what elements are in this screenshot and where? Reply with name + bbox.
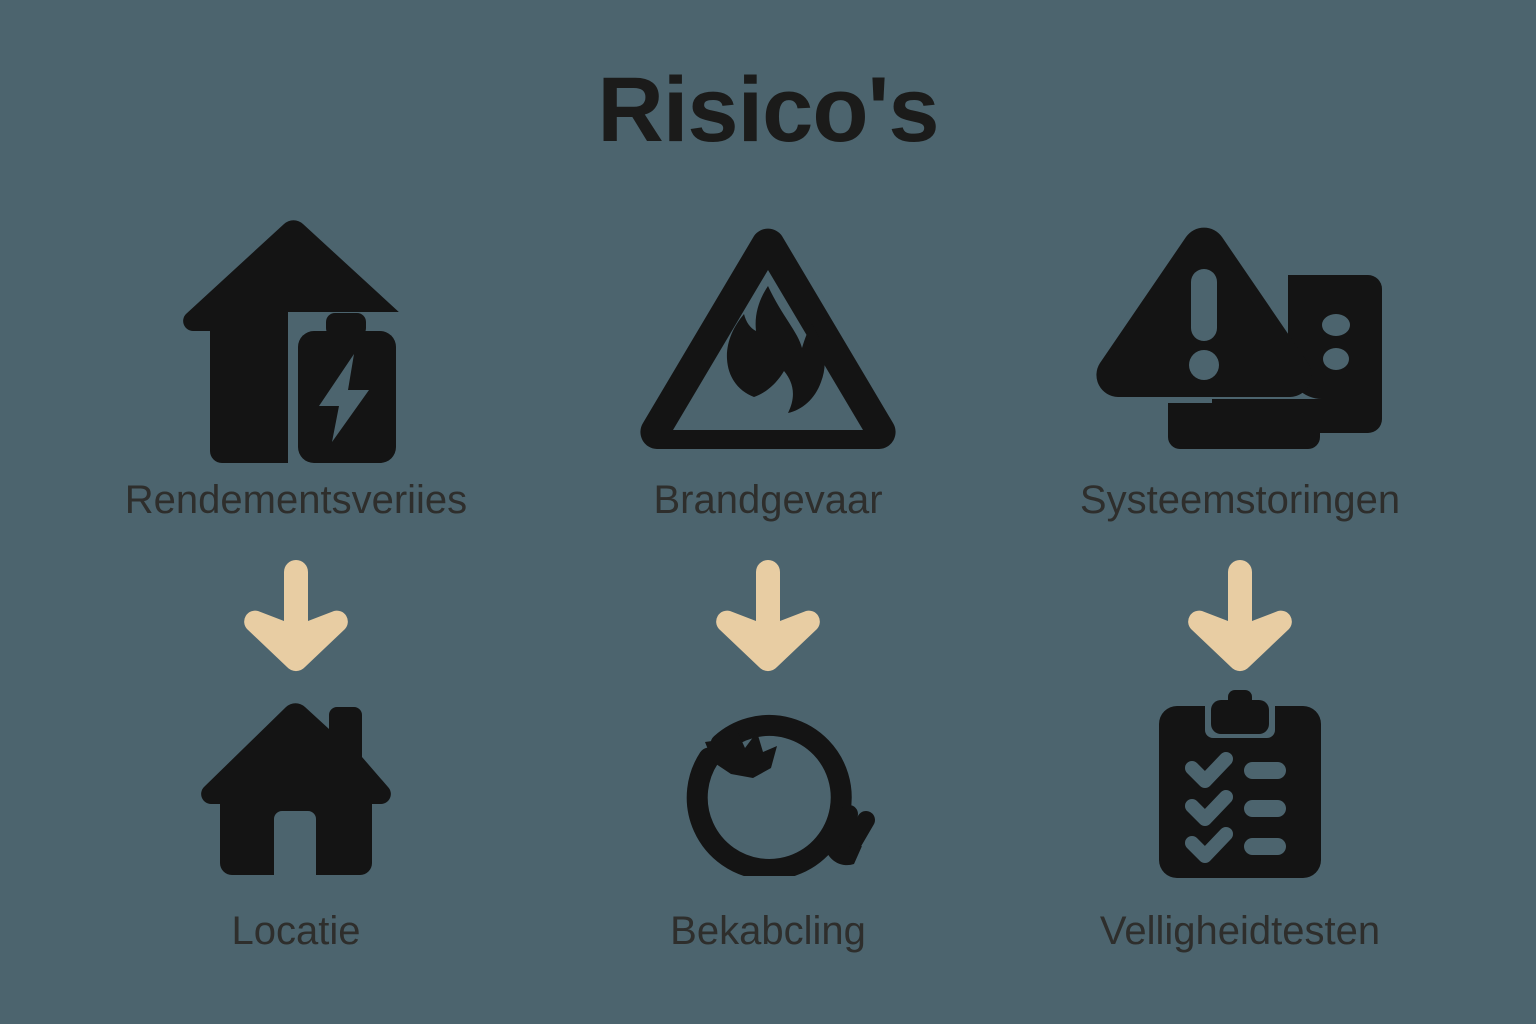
- clipboard-checklist-icon: [1159, 689, 1321, 878]
- risk-column-3: Systeemstoringen: [1004, 210, 1476, 954]
- risk-label-3: Systeemstoringen: [1079, 478, 1401, 522]
- arrow-down-icon: [244, 560, 348, 672]
- risk-columns-grid: Rendementsveriies Locatie: [60, 210, 1476, 954]
- arrow-container-2: [716, 550, 820, 678]
- arrow-down-icon: [1188, 560, 1292, 672]
- mitigation-label-2: Bekabcling: [670, 909, 866, 953]
- arrow-container-3: [1188, 550, 1292, 678]
- page-title: Risico's: [597, 59, 939, 161]
- frayed-cable-icon: [686, 714, 875, 876]
- fire-hazard-triangle-icon: [640, 228, 896, 449]
- risk-label-1: Rendementsveriies: [124, 478, 468, 522]
- clipboard-icon-container: [1151, 678, 1329, 893]
- warning-server-icon-container: [1090, 210, 1390, 472]
- house-icon: [201, 702, 391, 875]
- arrow-container-1: [244, 550, 348, 678]
- mitigation-label-3: Velligheidtesten: [1099, 909, 1381, 953]
- house-battery-icon-container: [176, 210, 416, 472]
- risk-label-2: Brandgevaar: [653, 478, 883, 522]
- warning-server-icon: [1096, 227, 1382, 449]
- house-battery-icon: [183, 220, 408, 466]
- mitigation-label-1: Locatie: [231, 909, 361, 953]
- risk-column-2: Brandgevaar Bekabcling: [532, 210, 1004, 954]
- risk-column-1: Rendementsveriies Locatie: [60, 210, 532, 954]
- arrow-down-icon: [716, 560, 820, 672]
- fire-hazard-icon-container: [637, 210, 899, 472]
- house-icon-container: [196, 678, 396, 893]
- frayed-cable-icon-container: [653, 678, 883, 893]
